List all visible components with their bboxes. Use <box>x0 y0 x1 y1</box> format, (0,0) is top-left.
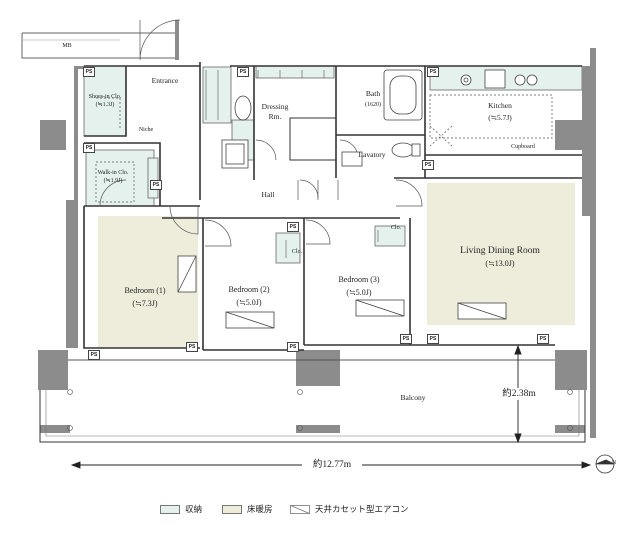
bath-size: (1620) <box>365 102 381 108</box>
ps-marker-8: PS <box>186 342 198 352</box>
ps-marker-5: PS <box>150 180 162 190</box>
legend-ac-label: 天井カセット型エアコン <box>315 505 409 515</box>
ldr-size: (≒13.0J) <box>485 259 515 268</box>
ps-marker-7: PS <box>287 222 299 232</box>
compass-letter: N <box>611 460 617 466</box>
dressing-room-label: Dressing <box>261 102 289 111</box>
ps-marker-10: PS <box>400 334 412 344</box>
walkin-closet-label: Walk-in Clo. <box>97 170 129 176</box>
bedroom1-size: (≒7.3J) <box>132 299 158 308</box>
bedroom2-size: (≒5.0J) <box>236 298 262 307</box>
ps-marker-13: PS <box>537 334 549 344</box>
ldr-heating <box>427 183 575 325</box>
balcony-label: Balcony <box>400 393 426 402</box>
bedroom1-label: Bedroom (1) <box>124 286 166 295</box>
legend-ac: 天井カセット型エアコン <box>290 503 409 515</box>
depth-dimension: 約2.38m <box>497 388 541 400</box>
shoes-closet-label: Shoes-in Clo. <box>88 94 122 100</box>
ps-marker-1: PS <box>83 67 95 77</box>
legend-storage: 収納 <box>160 503 202 515</box>
legend-floor-heating: 床暖房 <box>222 503 273 515</box>
hall-label: Hall <box>261 190 275 199</box>
ps-marker-9: PS <box>287 342 299 352</box>
closet-bedroom3-label: Clo. <box>390 225 402 231</box>
closet-bedroom2-label: Clo. <box>291 249 303 255</box>
width-dimension: 約12.77m <box>302 459 362 471</box>
bedroom3-label: Bedroom (3) <box>338 275 380 284</box>
ps-marker-2: PS <box>237 67 249 77</box>
legend-floor-heating-label: 床暖房 <box>247 505 273 515</box>
entrance-label: Entrance <box>151 76 179 85</box>
legend-floor-heating-swatch <box>222 504 242 514</box>
dressing-room-label-2: Rm. <box>268 112 282 121</box>
ps-marker-3: PS <box>427 67 439 77</box>
ps-marker-12: PS <box>88 350 100 360</box>
bath-label: Bath <box>365 89 381 98</box>
cupboard-label: Cupboard <box>511 144 535 150</box>
shoes-closet-area <box>83 65 127 137</box>
compass <box>595 454 615 474</box>
legend-storage-label: 収納 <box>185 505 203 515</box>
legend-ac-swatch <box>290 504 310 514</box>
ldr-label: Living Dining Room <box>460 246 540 256</box>
kitchen-size: (≒5.7J) <box>488 113 512 122</box>
ps-marker-11: PS <box>427 334 439 344</box>
ps-marker-6: PS <box>422 160 434 170</box>
walkin-closet-area <box>85 149 155 207</box>
legend-storage-swatch <box>160 504 180 514</box>
mb-label: MB <box>62 43 72 49</box>
shoes-closet-size: (≒1.3J) <box>95 102 115 108</box>
lavatory-label: Lavatory <box>358 150 386 159</box>
bedroom2-label: Bedroom (2) <box>228 285 270 294</box>
ps-marker-4: PS <box>83 143 95 153</box>
niche-label: Niche <box>138 127 154 133</box>
kitchen-label: Kitchen <box>488 101 512 110</box>
walkin-closet-size: (≒1.9J) <box>103 178 123 184</box>
bedroom3-size: (≒5.0J) <box>346 288 372 297</box>
